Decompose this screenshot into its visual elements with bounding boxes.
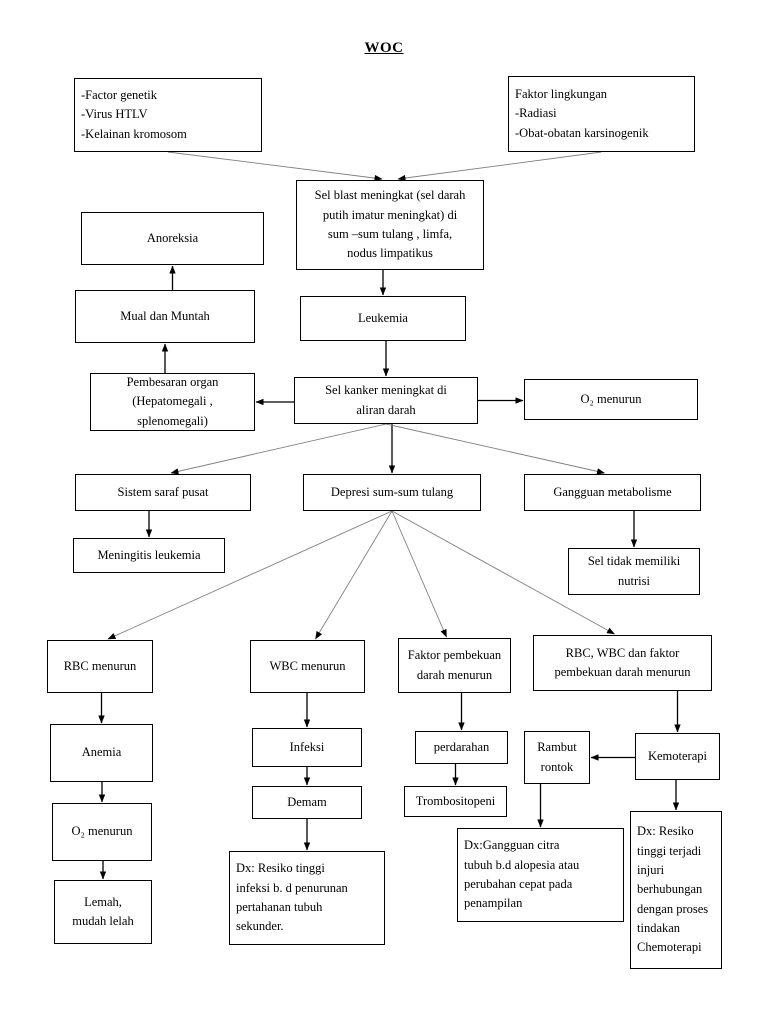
node-label: Dx:Gangguan citra tubuh b.d alopesia ata… xyxy=(464,838,580,911)
node-label: Faktor lingkungan -Radiasi -Obat-obatan … xyxy=(515,86,649,140)
node-demam: Demam xyxy=(252,786,362,819)
node-label: Dx: Resiko tinggi terjadi injuri berhubu… xyxy=(637,824,709,955)
node-wbc: WBC menurun xyxy=(250,640,365,693)
node-label: Leukemia xyxy=(358,310,408,325)
node-label: Mual dan Muntah xyxy=(120,308,210,323)
node-sel-blast: Sel blast meningkat (sel darah putih ima… xyxy=(296,180,484,270)
node-sel-kanker: Sel kanker meningkat di aliran darah xyxy=(294,377,478,424)
node-label: Sel tidak memiliki nutrisi xyxy=(587,554,681,588)
node-kemoterapi: Kemoterapi xyxy=(635,733,720,780)
node-label: Anemia xyxy=(81,745,122,760)
edge-genetik-to-sel-blast xyxy=(167,151,383,182)
node-metabolisme: Gangguan metabolisme xyxy=(524,474,701,511)
edge-depresi-to-faktor-pemb xyxy=(391,510,447,638)
node-label: Rambut rontok xyxy=(537,740,577,774)
node-label: RBC, WBC dan faktor pembekuan darah menu… xyxy=(554,645,691,679)
node-rbc: RBC menurun xyxy=(47,640,153,693)
node-label: Sel blast meningkat (sel darah putih ima… xyxy=(314,188,466,261)
node-label: Lemah, mudah lelah xyxy=(72,894,134,928)
node-dx-citra: Dx:Gangguan citra tubuh b.d alopesia ata… xyxy=(457,828,624,922)
node-label: Kemoterapi xyxy=(647,748,707,763)
node-rambut: Rambut rontok xyxy=(524,731,590,784)
node-leukemia: Leukemia xyxy=(300,296,466,341)
node-infeksi: Infeksi xyxy=(252,728,362,767)
edge-depresi-to-rbc xyxy=(107,510,393,640)
node-label: Depresi sum-sum tulang xyxy=(330,484,454,499)
node-label: Sistem saraf pusat xyxy=(117,484,209,499)
node-label: WBC menurun xyxy=(269,658,346,673)
node-label: Pembesaran organ (Hepatomegali , splenom… xyxy=(126,374,219,428)
node-label: O₂ menurun xyxy=(580,391,642,406)
node-label: O₂ menurun xyxy=(71,824,133,839)
node-dx-infeksi: Dx: Resiko tinggi infeksi b. d penurunan… xyxy=(229,851,385,945)
node-o2-menurun-1: O₂ menurun xyxy=(524,379,698,420)
node-pembesaran: Pembesaran organ (Hepatomegali , splenom… xyxy=(90,373,255,431)
node-mual: Mual dan Muntah xyxy=(75,290,255,343)
node-label: RBC menurun xyxy=(63,658,137,673)
node-label: Gangguan metabolisme xyxy=(553,484,672,499)
node-label: Demam xyxy=(287,794,327,809)
node-o2-menurun-2: O₂ menurun xyxy=(52,803,152,861)
node-faktor-pemb: Faktor pembekuan darah menurun xyxy=(398,638,511,693)
node-label: Meningitis leukemia xyxy=(97,547,201,562)
node-label: Faktor pembekuan darah menurun xyxy=(407,648,502,682)
node-label: -Factor genetik -Virus HTLV -Kelainan kr… xyxy=(81,87,187,141)
node-rbc-wbc: RBC, WBC dan faktor pembekuan darah menu… xyxy=(533,635,712,691)
node-label: Infeksi xyxy=(289,739,325,754)
node-meningitis: Meningitis leukemia xyxy=(73,538,225,573)
node-saraf: Sistem saraf pusat xyxy=(75,474,251,511)
node-dx-injuri: Dx: Resiko tinggi terjadi injuri berhubu… xyxy=(630,811,722,969)
node-depresi: Depresi sum-sum tulang xyxy=(303,474,481,511)
node-label: Sel kanker meningkat di aliran darah xyxy=(325,383,447,417)
edge-depresi-to-wbc xyxy=(315,510,393,640)
node-label: Anoreksia xyxy=(146,230,199,245)
node-label: perdarahan xyxy=(433,739,490,754)
node-genetik: -Factor genetik -Virus HTLV -Kelainan kr… xyxy=(74,78,262,152)
node-perdarahan: perdarahan xyxy=(415,731,508,764)
node-anemia: Anemia xyxy=(50,724,153,782)
page-title: WOC xyxy=(364,40,404,56)
edge-sel-kanker-to-metabolisme xyxy=(385,423,605,475)
node-label: Trombositopeni xyxy=(415,793,496,808)
node-lingkungan: Faktor lingkungan -Radiasi -Obat-obatan … xyxy=(508,76,695,152)
node-label: Dx: Resiko tinggi infeksi b. d penurunan… xyxy=(236,861,348,934)
node-lemah: Lemah, mudah lelah xyxy=(54,880,152,944)
edge-sel-kanker-to-saraf xyxy=(170,423,387,475)
node-trombo: Trombositopeni xyxy=(404,786,507,817)
edge-lingkungan-to-sel-blast xyxy=(397,151,602,182)
node-anoreksia: Anoreksia xyxy=(81,212,264,265)
node-nutrisi: Sel tidak memiliki nutrisi xyxy=(568,548,700,595)
